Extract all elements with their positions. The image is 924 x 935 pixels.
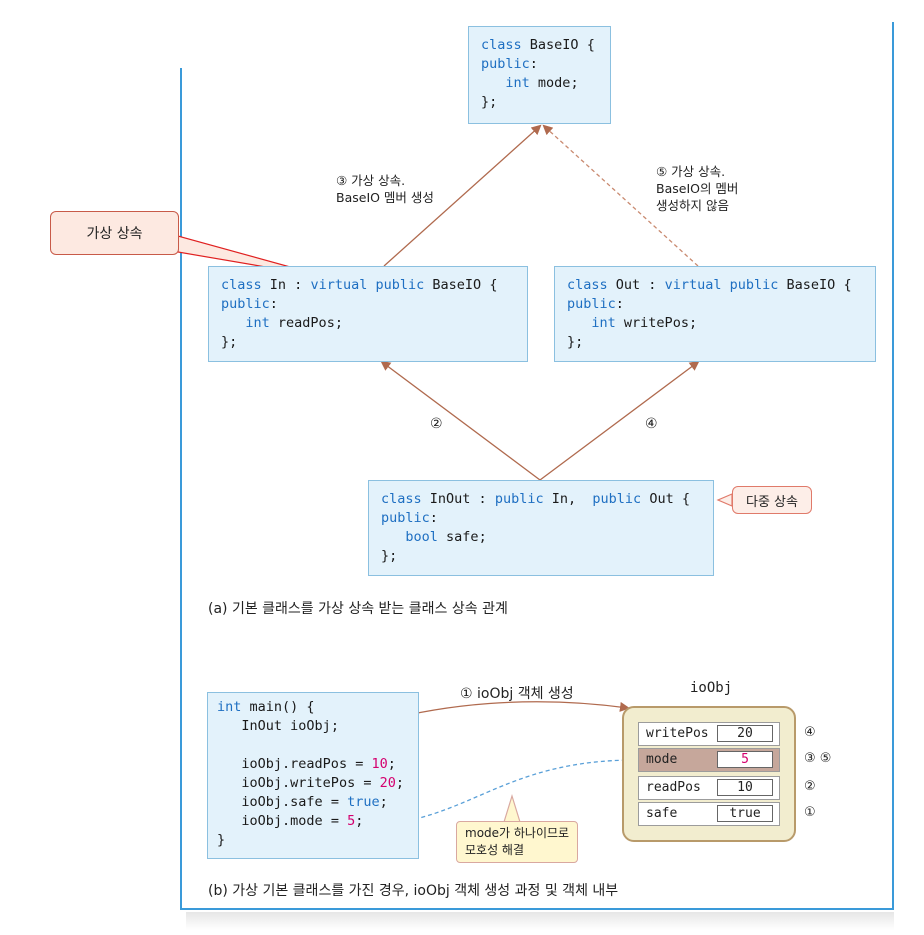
code-line: class Out : virtual public BaseIO { [567, 277, 852, 293]
callout-virtual-inheritance: 가상 상속 [50, 211, 179, 255]
label-step2: ② [430, 416, 443, 432]
arrow-inout-to-in [380, 360, 541, 481]
code-line: ioObj.mode = 5; [241, 813, 364, 829]
callout-multiple-inheritance: 다중 상속 [732, 486, 812, 514]
arrow-in-to-baseio [383, 124, 542, 267]
note-resolve-line2: 모호성 해결 [465, 843, 525, 857]
code-line: class BaseIO { [481, 37, 595, 53]
baseio-class-box: class BaseIO { public: int mode;}; [468, 26, 611, 124]
field-name: mode [646, 752, 678, 767]
code-line: public: [381, 510, 438, 526]
note-step5-line3: 생성하지 않음 [656, 198, 729, 213]
code-line: int readPos; [245, 315, 343, 331]
inout-class-box: class InOut : public In, public Out { pub… [368, 480, 714, 576]
note-step3: ③ 가상 상속. BaseIO 멤버 생성 [336, 172, 434, 206]
frame-left-border [180, 68, 182, 910]
field-name: writePos [646, 726, 709, 741]
code-line: public: [221, 296, 278, 312]
code-line: }; [567, 334, 584, 350]
callout-multiple-pointer [716, 493, 733, 507]
code-line: int writePos; [591, 315, 698, 331]
order-mode: ③ ⑤ [804, 751, 832, 766]
code-line: bool safe; [405, 529, 487, 545]
code-line: ioObj.readPos = 10; [241, 756, 396, 772]
field-name: readPos [646, 780, 701, 795]
code-line: }; [381, 548, 398, 564]
code-line: ioObj.safe = true; [241, 794, 388, 810]
code-line: int mode; [505, 75, 579, 91]
frame-right-border [892, 22, 894, 910]
field-value: true [717, 805, 773, 822]
frame-shadow [186, 912, 894, 930]
order-readpos: ② [804, 779, 816, 794]
label-create-object: ① ioObj 객체 생성 [460, 686, 574, 702]
code-line: int main() { [217, 699, 315, 715]
note-step5-line2: BaseIO의 멤버 [656, 181, 739, 196]
label-step4: ④ [645, 416, 658, 432]
order-writepos: ④ [804, 725, 816, 740]
object-title: ioObj [690, 680, 733, 696]
field-row-writepos: writePos 20 [638, 722, 780, 746]
order-safe: ① [804, 805, 816, 820]
code-line: public: [481, 56, 538, 72]
note-resolve-line1: mode가 하나이므로 [465, 826, 570, 840]
caption-b: (b) 가상 기본 클래스를 가진 경우, ioObj 객체 생성 과정 및 객… [208, 883, 619, 899]
field-row-readpos: readPos 10 [638, 776, 780, 800]
code-line: }; [481, 94, 498, 110]
code-line: }; [221, 334, 238, 350]
note-resolve-pointer [503, 793, 521, 823]
frame-bottom-border [180, 908, 894, 910]
field-value: 20 [717, 725, 773, 742]
code-line: } [217, 832, 226, 848]
callout-multiple-text: 다중 상속 [746, 494, 798, 510]
code-line: public: [567, 296, 624, 312]
field-row-mode: mode 5 [638, 748, 780, 772]
code-line [217, 736, 409, 755]
note-step3-line1: ③ 가상 상속. [336, 173, 406, 188]
arrow-inout-to-out [539, 360, 700, 481]
code-line: InOut ioObj; [241, 718, 339, 734]
note-step5: ⑤ 가상 상속. BaseIO의 멤버 생성하지 않음 [656, 163, 738, 214]
note-step3-line2: BaseIO 멤버 생성 [336, 190, 434, 205]
code-line: ioObj.writePos = 20; [241, 775, 404, 791]
field-row-safe: safe true [638, 802, 780, 826]
field-value: 10 [717, 779, 773, 796]
caption-a: (a) 기본 클래스를 가상 상속 받는 클래스 상속 관계 [208, 601, 508, 617]
out-class-box: class Out : virtual public BaseIO { publi… [554, 266, 876, 362]
field-name: safe [646, 806, 678, 821]
code-line: class In : virtual public BaseIO { [221, 277, 498, 293]
callout-virtual-text: 가상 상속 [86, 226, 143, 242]
note-ambiguity-resolved: mode가 하나이므로 모호성 해결 [456, 821, 579, 863]
main-function-box: int main() { InOut ioObj; ioObj.readPos … [207, 692, 419, 859]
code-line: class InOut : public In, public Out { [381, 491, 690, 507]
field-value: 5 [717, 751, 773, 768]
note-step5-line1: ⑤ 가상 상속. [656, 164, 726, 179]
in-class-box: class In : virtual public BaseIO { public… [208, 266, 528, 362]
